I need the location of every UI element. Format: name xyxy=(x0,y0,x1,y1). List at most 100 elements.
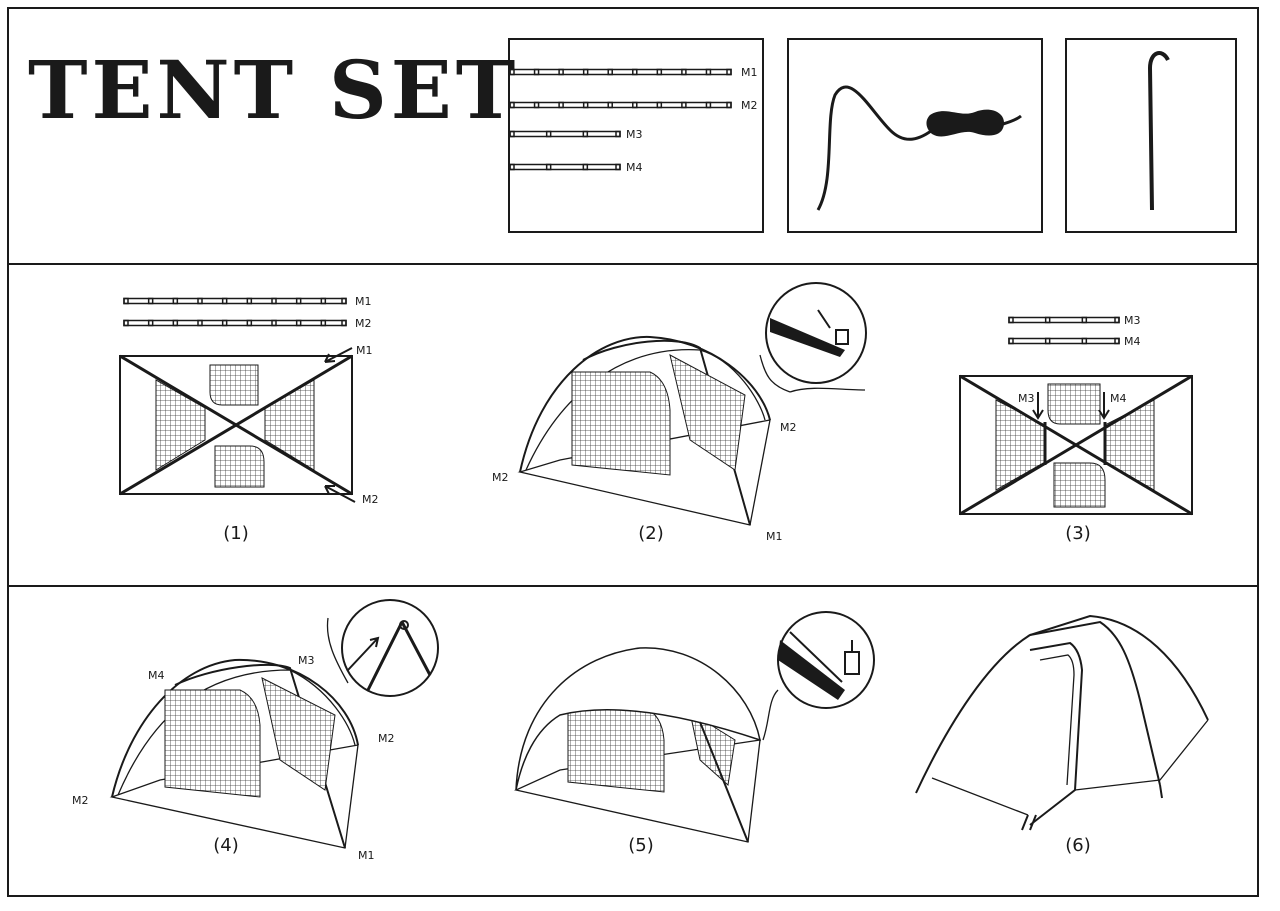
pole-joint xyxy=(582,68,589,76)
callout-label: M3 xyxy=(298,654,315,667)
step-5: (5) xyxy=(513,611,875,856)
tent-stake-icon xyxy=(1147,51,1170,211)
pole-joint xyxy=(1044,316,1051,324)
callout-label: M4 xyxy=(148,669,165,682)
callout-label: M2 xyxy=(780,421,797,434)
pole-label: M3 xyxy=(1124,314,1141,327)
pole-joint xyxy=(582,101,589,109)
step-6: (6) xyxy=(915,614,1209,856)
callout-label: M2 xyxy=(362,493,379,506)
pole-joint xyxy=(558,101,564,109)
pole-joint xyxy=(271,297,277,305)
pole-joint xyxy=(632,68,638,76)
pole-label: M1 xyxy=(355,295,372,308)
pole-joint xyxy=(726,101,732,109)
pole-joint xyxy=(172,319,179,327)
tent-pole xyxy=(123,297,347,305)
pole-label-m4: M4 xyxy=(626,161,643,174)
pole-joint xyxy=(1081,337,1088,345)
pole-label-m1: M1 xyxy=(741,66,758,79)
pole-label: M2 xyxy=(355,317,372,330)
pole-joint xyxy=(341,297,347,305)
pole-joint xyxy=(123,319,129,327)
callout-label: M1 xyxy=(356,344,373,357)
tent-pole xyxy=(1008,316,1120,324)
guy-rope-box xyxy=(787,38,1043,233)
pole-joint xyxy=(1114,316,1120,324)
pole-joint xyxy=(246,319,253,327)
pole-joint xyxy=(1114,337,1120,345)
step-number: (3) xyxy=(1065,523,1091,544)
tent-pole xyxy=(123,319,347,327)
callout-label: M3 xyxy=(1018,392,1035,405)
pole-joint xyxy=(533,101,540,109)
step-number: (6) xyxy=(1065,835,1091,856)
pole-joint xyxy=(1044,337,1051,345)
step-number: (2) xyxy=(638,523,664,544)
pole-joint xyxy=(197,319,203,327)
pole-joint xyxy=(123,297,129,305)
callout-label: M2 xyxy=(492,471,509,484)
tent-pole xyxy=(509,163,621,171)
step-1: M1 M2 M1 M2 (1) xyxy=(119,295,379,544)
callout-label: M2 xyxy=(378,732,395,745)
pole-joint xyxy=(582,130,589,138)
step-3: M3 M4 M3 M4 (3) xyxy=(959,314,1193,544)
tent-pole xyxy=(1008,337,1120,345)
pole-joint xyxy=(558,68,564,76)
pole-joint xyxy=(221,319,228,327)
pole-joint xyxy=(246,297,253,305)
pole-joint xyxy=(607,68,613,76)
page-title: TENT SET xyxy=(28,43,519,137)
tent-pole xyxy=(509,130,621,138)
pole-joint xyxy=(656,101,663,109)
sheet-border xyxy=(7,7,1259,897)
pole-joint xyxy=(172,297,179,305)
pole-joint xyxy=(582,163,589,171)
pole-joint xyxy=(221,297,228,305)
pole-joint xyxy=(705,68,712,76)
detail-zoom-circle xyxy=(341,599,439,697)
step-number: (4) xyxy=(213,835,239,856)
pole-joint xyxy=(681,101,687,109)
pole-joint xyxy=(1008,316,1014,324)
pole-joint xyxy=(533,68,540,76)
pole-joint xyxy=(705,101,712,109)
pole-joint xyxy=(1081,316,1088,324)
pole-label-m3: M3 xyxy=(626,128,643,141)
pole-joint xyxy=(509,130,515,138)
pole-joint xyxy=(615,163,621,171)
pole-joint xyxy=(656,68,663,76)
pole-joint xyxy=(545,163,552,171)
pole-joint xyxy=(341,319,347,327)
callout-label: M1 xyxy=(358,849,375,862)
stake-box xyxy=(1065,38,1237,233)
pole-joint xyxy=(197,297,203,305)
callout-label: M2 xyxy=(72,794,89,807)
rope-tensioner-icon xyxy=(926,109,1005,137)
tent-pole xyxy=(509,68,732,76)
pole-joint xyxy=(147,319,154,327)
pole-label: M4 xyxy=(1124,335,1141,348)
step-4: M4 M3 M2 M2 M1 (4) xyxy=(72,599,439,862)
pole-joint xyxy=(295,319,302,327)
parts-poles-box: M1 M2 M3 M4 xyxy=(508,38,764,233)
pole-joint xyxy=(509,68,515,76)
step-number: (1) xyxy=(223,523,249,544)
pole-joint xyxy=(271,319,277,327)
guy-rope-icon xyxy=(816,85,936,211)
callout-label: M4 xyxy=(1110,392,1127,405)
pole-joint xyxy=(615,130,621,138)
callout-label: M1 xyxy=(766,530,783,543)
pole-joint xyxy=(320,297,327,305)
detail-zoom-circle xyxy=(765,282,867,384)
pole-joint xyxy=(147,297,154,305)
pole-joint xyxy=(509,163,515,171)
pole-joint xyxy=(607,101,613,109)
pole-joint xyxy=(1008,337,1014,345)
step-number: (5) xyxy=(628,835,654,856)
step-2: M2 M2 M1 (2) xyxy=(492,282,867,544)
pole-joint xyxy=(320,319,327,327)
pole-joint xyxy=(295,297,302,305)
